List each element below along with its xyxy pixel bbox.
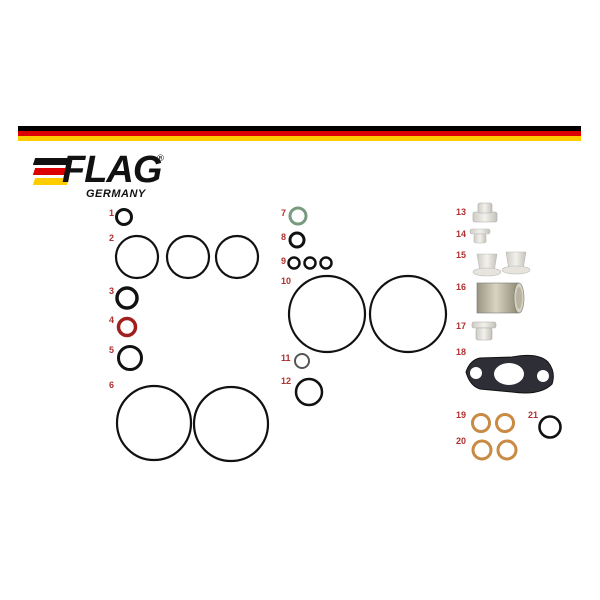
- part-label-1: 1: [109, 208, 115, 218]
- logo-registered-mark: ®: [156, 154, 165, 164]
- part-label-13: 13: [456, 207, 467, 217]
- part-label-18: 18: [456, 347, 467, 357]
- o-ring-2a: [114, 234, 160, 280]
- o-ring-7: [288, 206, 308, 226]
- part-label-7: 7: [281, 208, 287, 218]
- copper-washer-19b: [495, 413, 515, 433]
- part-label-9: 9: [281, 256, 287, 266]
- o-ring-1: [115, 208, 133, 226]
- part-label-20: 20: [456, 436, 467, 446]
- part-label-2: 2: [109, 233, 115, 243]
- part-label-10: 10: [281, 276, 292, 286]
- part-label-8: 8: [281, 232, 287, 242]
- bushing-13: [472, 202, 498, 223]
- copper-washer-20b: [496, 439, 518, 461]
- logo-subtitle: GERMANY: [86, 188, 146, 200]
- logo-brand: FLAG: [62, 149, 162, 191]
- o-ring-2c: [214, 234, 260, 280]
- bushing-14: [469, 228, 491, 244]
- o-ring-6b: [192, 385, 270, 463]
- part-label-12: 12: [281, 376, 292, 386]
- bushing-16: [476, 282, 525, 314]
- flag-stripe-black: [18, 126, 581, 131]
- part-label-6: 6: [109, 380, 115, 390]
- cup-15a: [472, 253, 502, 277]
- flag-stripe-red: [18, 131, 581, 136]
- o-ring-9a: [287, 256, 301, 270]
- o-ring-10a: [287, 274, 367, 354]
- copper-washer-19a: [471, 413, 491, 433]
- o-ring-10b: [368, 274, 448, 354]
- o-ring-3: [115, 286, 139, 310]
- part-label-5: 5: [109, 345, 115, 355]
- flange-gasket-18: [465, 354, 554, 394]
- flag-stripe-gold: [18, 136, 581, 141]
- part-label-15: 15: [456, 250, 467, 260]
- o-ring-12: [294, 377, 324, 407]
- o-ring-9c: [319, 256, 333, 270]
- copper-washer-20a: [471, 439, 493, 461]
- part-label-19: 19: [456, 410, 467, 420]
- flag-germany-logo: FLAG ® GERMANY: [32, 149, 174, 204]
- part-label-11: 11: [281, 353, 291, 363]
- o-ring-2b: [165, 234, 211, 280]
- o-ring-11: [294, 353, 310, 369]
- part-label-21: 21: [528, 410, 539, 420]
- o-ring-8: [288, 231, 306, 249]
- bushing-17: [471, 321, 497, 341]
- part-label-4: 4: [109, 315, 115, 325]
- o-ring-21: [538, 415, 562, 439]
- cup-15b: [501, 251, 531, 275]
- part-label-16: 16: [456, 282, 467, 292]
- o-ring-5: [117, 345, 143, 371]
- o-ring-4: [116, 316, 138, 338]
- o-ring-9b: [303, 256, 317, 270]
- part-label-3: 3: [109, 286, 115, 296]
- part-label-17: 17: [456, 321, 467, 331]
- o-ring-6a: [115, 384, 193, 462]
- part-label-14: 14: [456, 229, 467, 239]
